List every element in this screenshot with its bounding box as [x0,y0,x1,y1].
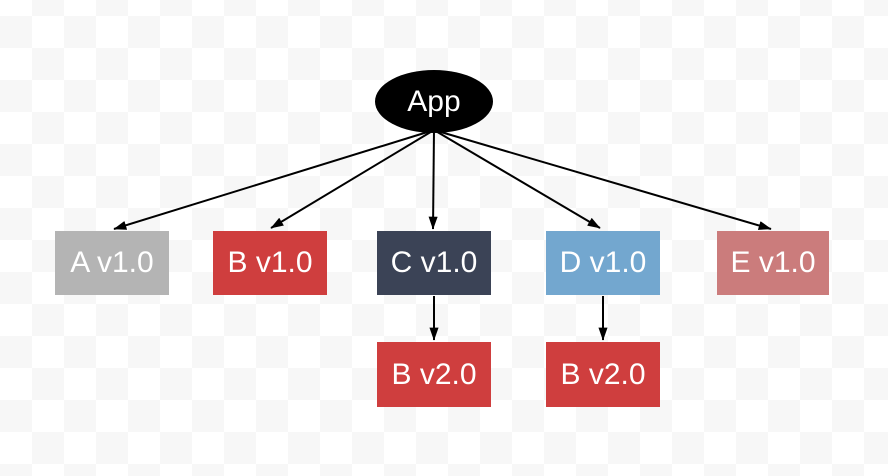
node-b-v2-0-under-d: B v2.0 [546,342,660,407]
node-b-v1-0: B v1.0 [213,231,327,295]
node-app: App [375,70,493,133]
node-b-v2-0-under-c: B v2.0 [377,342,491,407]
edge-app-to-c-v1-0 [428,129,438,230]
node-a-v1-0-label: A v1.0 [70,246,154,279]
edge-app-to-d-v1-0 [433,129,601,229]
node-a-v1-0: A v1.0 [55,231,169,295]
edge-app-to-e-v1-0 [433,129,772,230]
node-app-label: App [407,84,461,118]
node-e-v1-0-label: E v1.0 [730,246,816,279]
node-c-v1-0: C v1.0 [377,231,491,295]
node-b-v1-0-label: B v1.0 [227,246,313,279]
node-b-v2-0-under-d-label: B v2.0 [560,357,646,391]
edge-app-to-b-v1-0 [270,129,435,229]
edge-app-to-a-v1-0 [113,129,435,230]
node-d-v1-0: D v1.0 [546,231,660,295]
node-d-v1-0-label: D v1.0 [559,246,647,279]
node-e-v1-0: E v1.0 [717,231,829,295]
node-c-v1-0-label: C v1.0 [390,246,478,279]
node-b-v2-0-under-c-label: B v2.0 [391,357,477,391]
